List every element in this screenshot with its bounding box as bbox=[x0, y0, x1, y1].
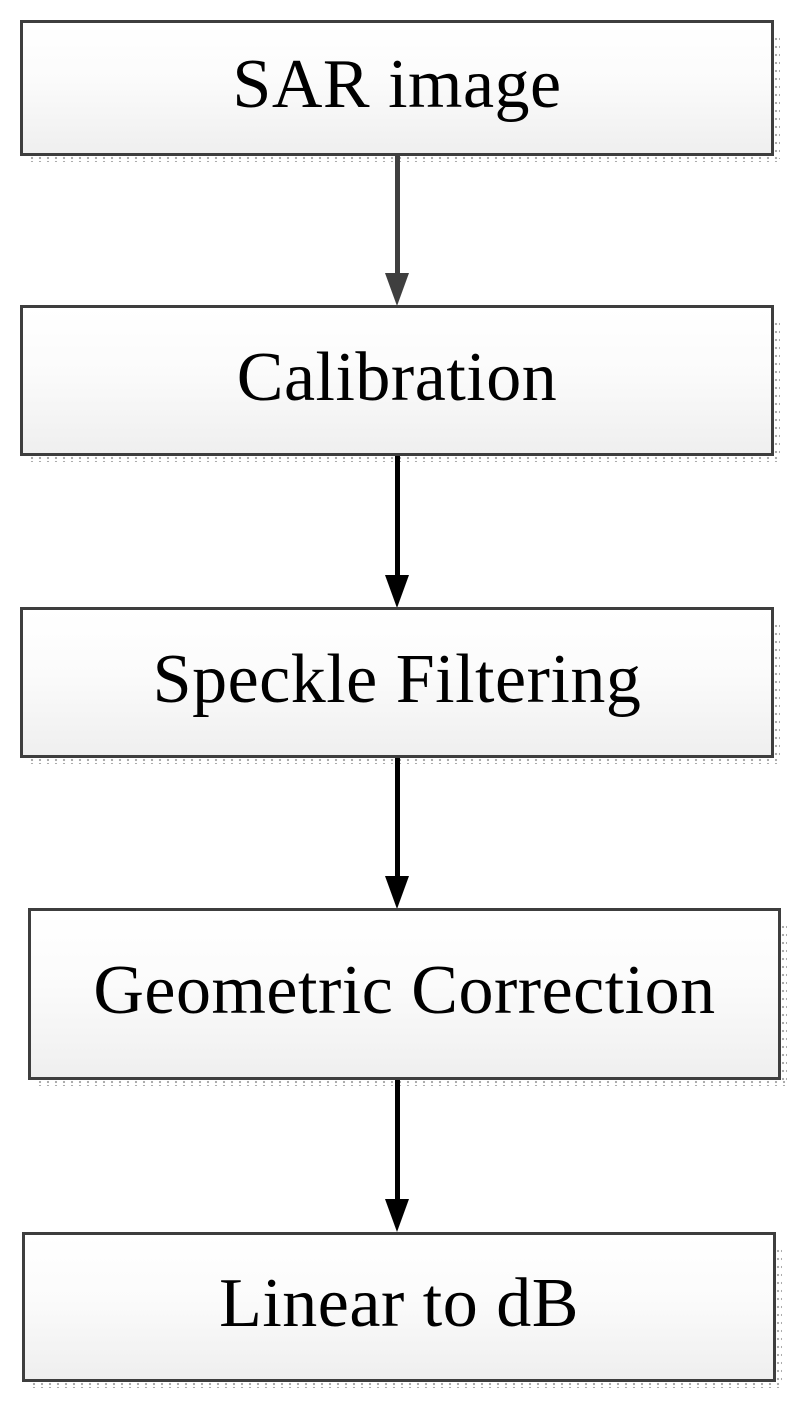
node-label: Calibration bbox=[236, 338, 558, 416]
arrow-stem bbox=[395, 456, 400, 578]
node-linear-to-db: Linear to dB bbox=[22, 1232, 782, 1388]
arrowhead-down-icon bbox=[385, 1199, 409, 1232]
node-calibration: Calibration bbox=[20, 305, 780, 462]
flow-arrow-2 bbox=[385, 456, 410, 608]
arrowhead-down-icon bbox=[385, 876, 409, 909]
arrow-stem bbox=[395, 155, 400, 276]
node-sar-image: SAR image bbox=[20, 20, 780, 162]
arrowhead-down-icon bbox=[385, 273, 409, 306]
arrowhead-down-icon bbox=[385, 575, 409, 608]
node-label: Linear to dB bbox=[219, 1265, 579, 1342]
node-label: Speckle Filtering bbox=[152, 640, 642, 718]
node-speckle-filtering: Speckle Filtering bbox=[20, 607, 780, 764]
node-geometric-correction: Geometric Correction bbox=[28, 908, 787, 1086]
arrow-stem bbox=[395, 1080, 400, 1202]
flow-arrow-3 bbox=[385, 758, 410, 909]
flow-arrow-4 bbox=[385, 1080, 410, 1232]
node-label: Geometric Correction bbox=[93, 952, 716, 1029]
arrow-stem bbox=[395, 758, 400, 879]
node-label: SAR image bbox=[232, 46, 562, 123]
flow-arrow-1 bbox=[385, 155, 410, 306]
